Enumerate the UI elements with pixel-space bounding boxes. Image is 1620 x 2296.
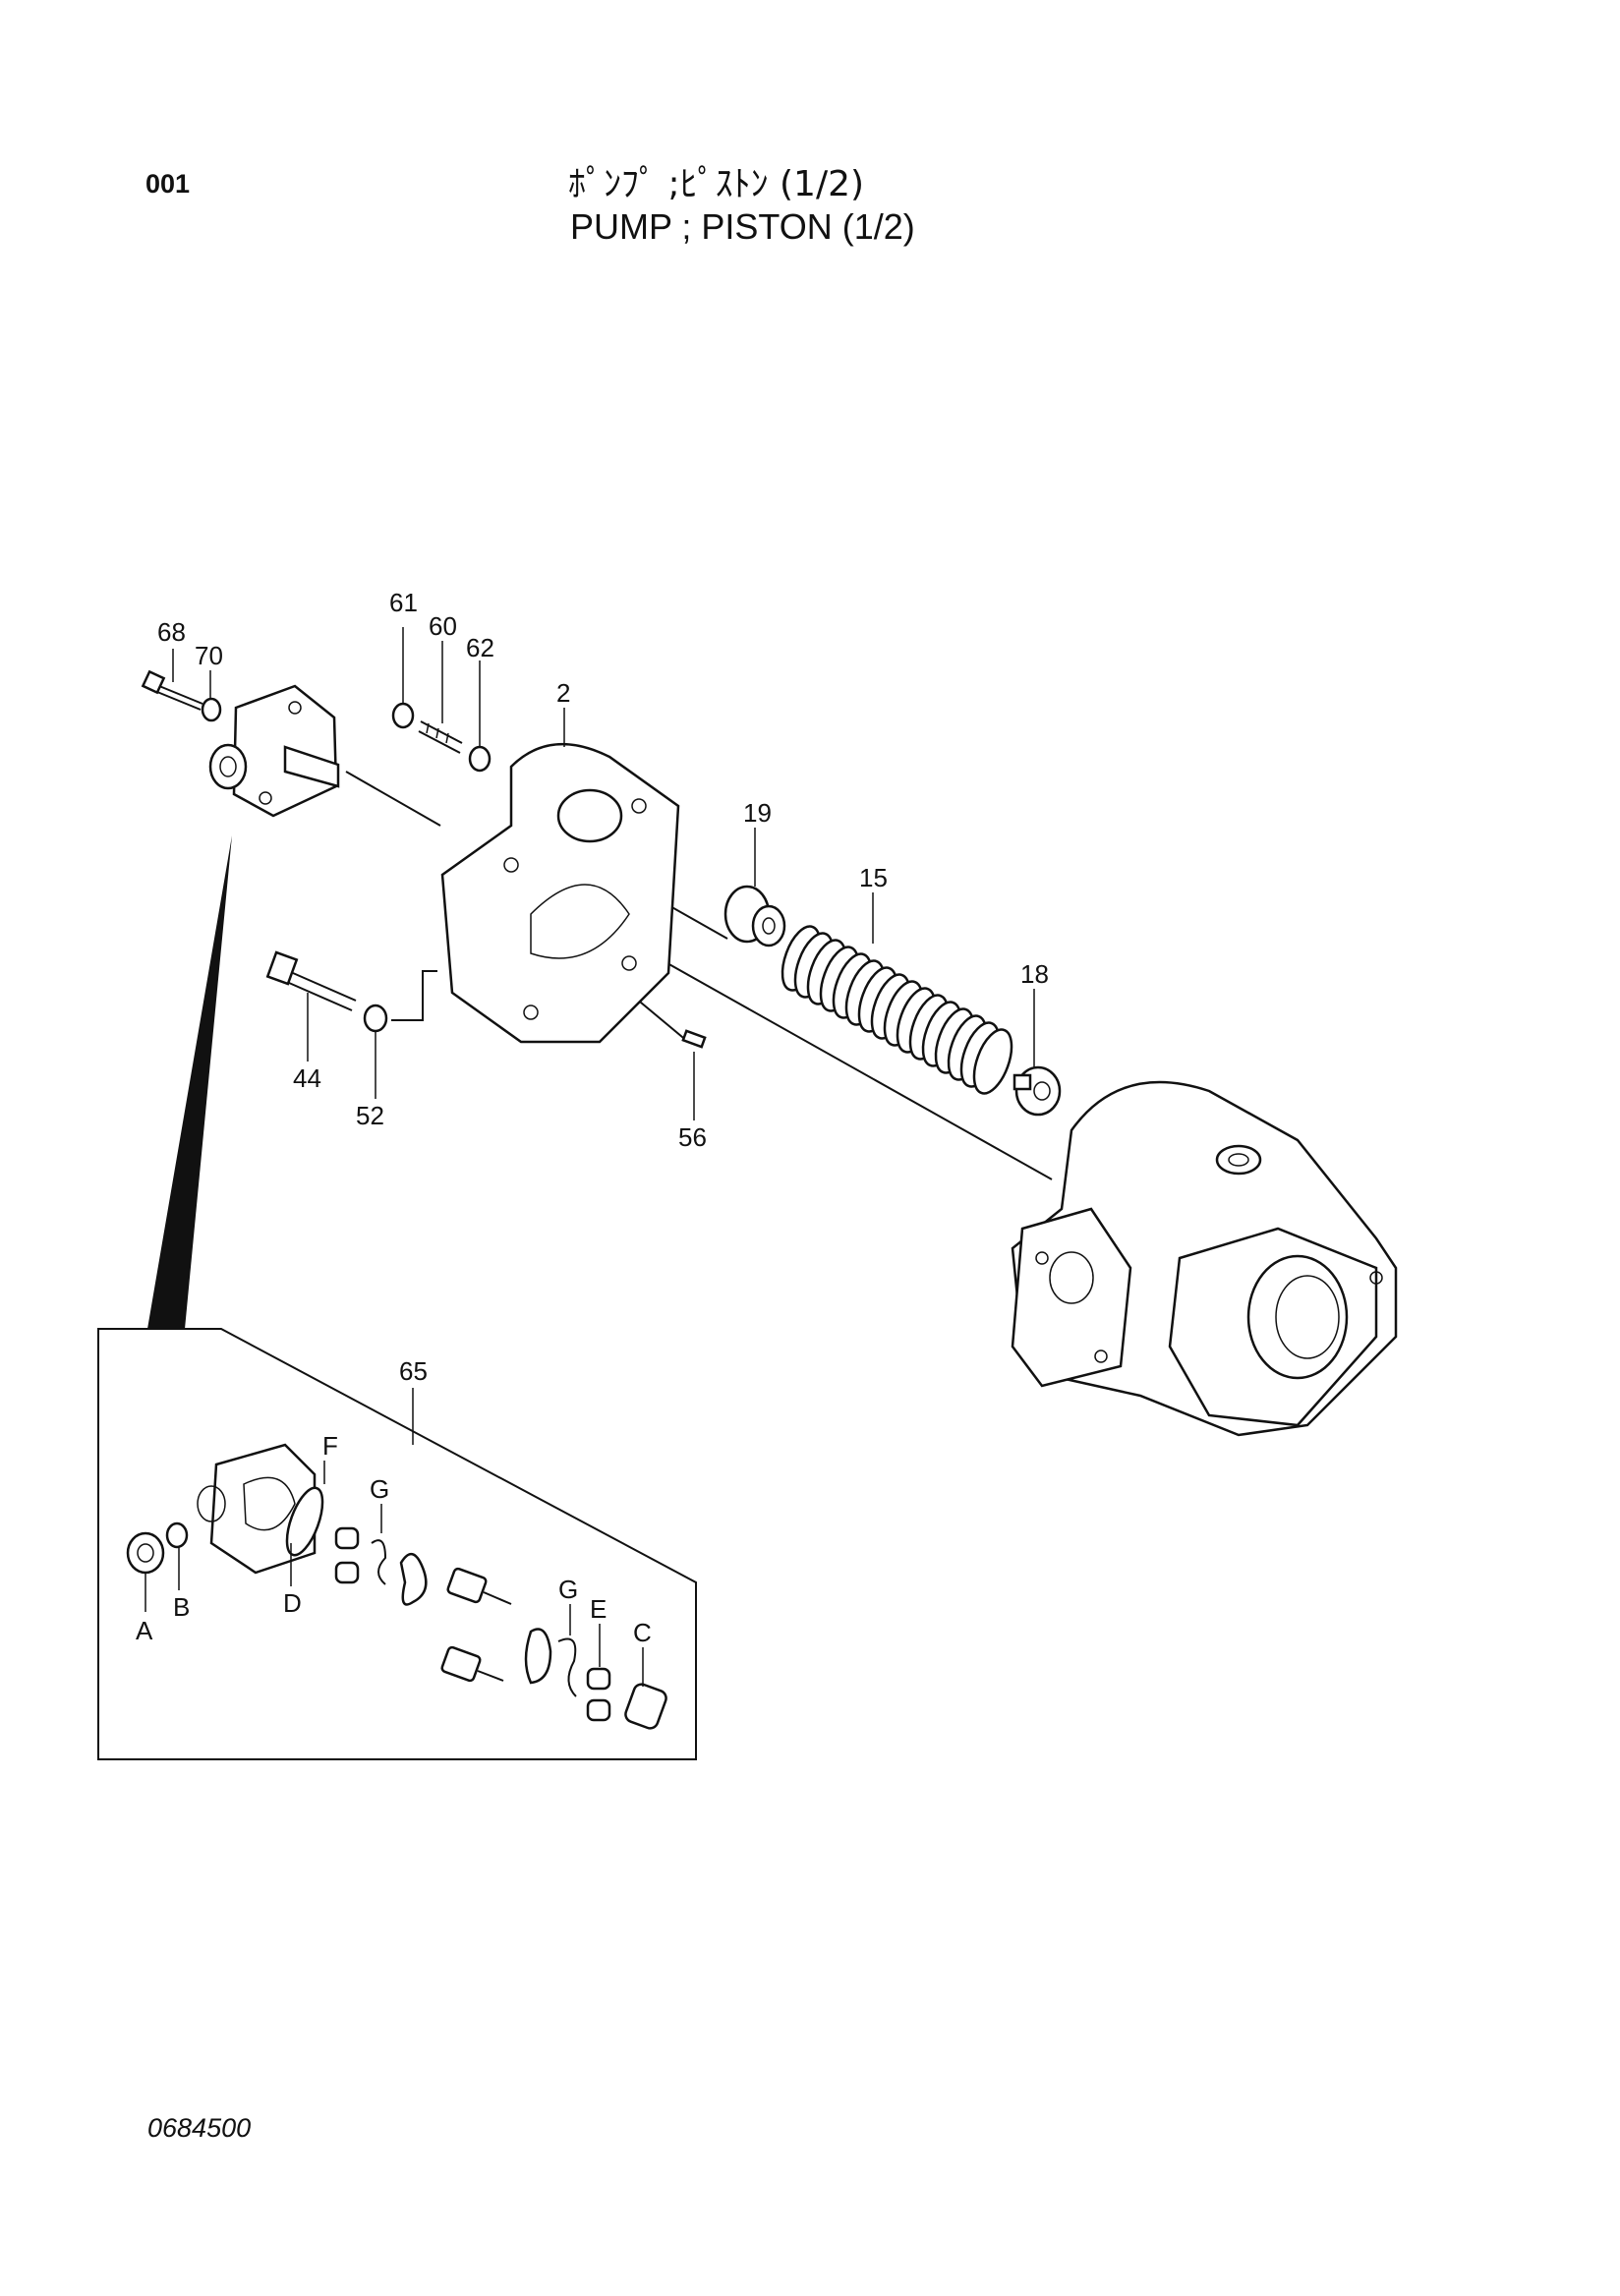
title-japanese: ﾎﾟﾝﾌﾟ ;ﾋﾟｽﾄﾝ (1/2) [568, 164, 865, 204]
callout-15: 15 [859, 863, 888, 892]
callout-D: D [283, 1588, 302, 1618]
part-19-seat [723, 885, 786, 947]
callout-52: 52 [356, 1101, 384, 1130]
part-56-pin [681, 1029, 707, 1049]
title-english: PUMP ; PISTON (1/2) [570, 206, 915, 247]
part-60-stud [418, 720, 463, 754]
part-62-nut [468, 745, 492, 773]
callout-C: C [633, 1618, 652, 1647]
callout-60: 60 [429, 611, 457, 641]
part-52-washer [363, 1004, 388, 1033]
callout-56: 56 [678, 1122, 707, 1152]
part-2-housing [440, 742, 680, 1044]
part-61-nut [391, 702, 415, 729]
callout-A: A [136, 1616, 153, 1645]
part-44-bolt [265, 950, 357, 1011]
callout-G-right: G [558, 1575, 578, 1604]
part-68-bolt [141, 669, 203, 711]
callout-F: F [322, 1431, 338, 1461]
drawing-number: 0684500 [147, 2113, 252, 2143]
callout-19: 19 [743, 798, 772, 828]
callout-62: 62 [466, 633, 494, 662]
callout-65: 65 [399, 1356, 428, 1386]
callout-G-left: G [370, 1474, 389, 1504]
callout-E: E [590, 1594, 607, 1624]
part-70-washer [201, 697, 222, 722]
spring-coil [972, 1028, 1013, 1095]
inset-box-65 [97, 1328, 697, 1760]
callout-leaders [145, 627, 1035, 1687]
callout-68: 68 [157, 617, 186, 647]
part-18-plug [1012, 1065, 1062, 1117]
inset-pointer [147, 835, 232, 1329]
callout-70: 70 [195, 641, 223, 670]
pump-body [1011, 1080, 1398, 1437]
callout-2: 2 [556, 678, 570, 708]
part-15-spring [781, 925, 1013, 1095]
callout-61: 61 [389, 588, 418, 617]
page-number: 001 [145, 169, 191, 199]
callout-B: B [173, 1592, 190, 1622]
callout-18: 18 [1020, 959, 1049, 989]
pump-cover [208, 684, 340, 818]
inset-parts [126, 1443, 667, 1730]
callout-44: 44 [293, 1063, 321, 1093]
